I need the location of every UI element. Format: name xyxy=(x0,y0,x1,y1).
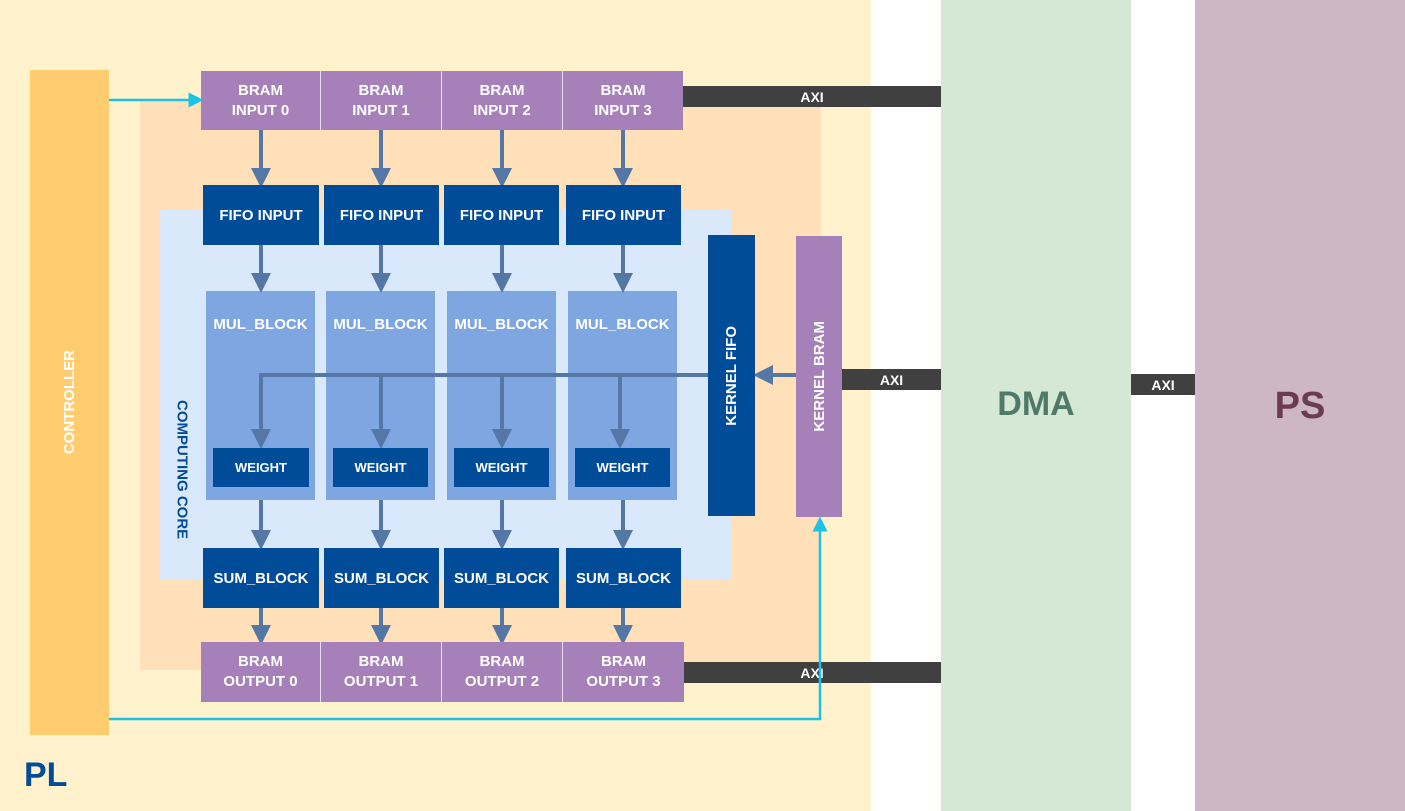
kernel-bram: KERNEL BRAM xyxy=(796,236,842,517)
bram-input-label: BRAM INPUT 3 xyxy=(594,81,652,119)
fifo-input-label: FIFO INPUT xyxy=(459,206,544,224)
bram-input-label: BRAM INPUT 0 xyxy=(231,81,290,119)
computing-core-label: COMPUTING CORE xyxy=(173,400,191,540)
bram-output-0: BRAM OUTPUT 0 xyxy=(201,642,321,702)
weight-block-0: WEIGHT xyxy=(213,448,309,487)
dma-label: DMA xyxy=(997,385,1075,423)
kernel-fifo-label: KERNEL FIFO xyxy=(723,325,740,426)
dma-region xyxy=(941,0,1131,811)
fifo-input-1: FIFO INPUT xyxy=(324,185,439,245)
weight-block-3: WEIGHT xyxy=(575,448,670,487)
fifo-input-0: FIFO INPUT xyxy=(203,185,319,245)
bram-input-1: BRAM INPUT 1 xyxy=(321,71,442,130)
sum-block-label: SUM_BLOCK xyxy=(333,569,429,587)
weight-label: WEIGHT xyxy=(354,460,407,475)
ps-label: PS xyxy=(1274,385,1326,427)
bram-input-label: BRAM INPUT 2 xyxy=(473,81,531,119)
kernel-fifo: KERNEL FIFO xyxy=(708,235,755,516)
weight-label: WEIGHT xyxy=(235,460,287,475)
computing-core-label-wrap: COMPUTING CORE xyxy=(170,380,194,560)
bram-input-3: BRAM INPUT 3 xyxy=(563,71,683,130)
weight-label: WEIGHT xyxy=(475,460,528,475)
axi-output-bus: AXI xyxy=(683,662,941,683)
bram-input-label: BRAM INPUT 1 xyxy=(352,81,410,119)
control-wire-to-kernel-bram xyxy=(109,516,828,721)
ps-region xyxy=(1195,0,1405,811)
sum-block-3: SUM_BLOCK xyxy=(566,548,681,608)
sum-block-label: SUM_BLOCK xyxy=(453,569,549,587)
weight-block-2: WEIGHT xyxy=(454,448,549,487)
bram-input-0: BRAM INPUT 0 xyxy=(201,71,321,130)
weight-block-1: WEIGHT xyxy=(333,448,428,487)
sum-block-label: SUM_BLOCK xyxy=(213,569,309,587)
fifo-input-label: FIFO INPUT xyxy=(339,206,424,224)
fifo-input-3: FIFO INPUT xyxy=(566,185,681,245)
axi-kernel-bus: AXI xyxy=(842,369,941,390)
axi-dma-ps-bus: AXI xyxy=(1131,374,1195,395)
kernel-bram-label: KERNEL BRAM xyxy=(810,321,828,432)
pl-label: PL xyxy=(24,756,68,794)
mul-block-label: MUL_BLOCK xyxy=(213,316,308,333)
bram-output-label: BRAM OUTPUT 0 xyxy=(223,653,298,690)
bram-output-label: BRAM OUTPUT 2 xyxy=(464,653,540,690)
bram-input-2: BRAM INPUT 2 xyxy=(442,71,563,130)
bram-output-2: BRAM OUTPUT 2 xyxy=(442,642,563,702)
sum-block-1: SUM_BLOCK xyxy=(324,548,439,608)
fifo-input-2: FIFO INPUT xyxy=(444,185,559,245)
sum-block-2: SUM_BLOCK xyxy=(444,548,559,608)
fifo-input-label: FIFO INPUT xyxy=(581,206,666,224)
sum-block-0: SUM_BLOCK xyxy=(203,548,319,608)
controller-block: CONTROLLER xyxy=(30,70,109,735)
mul-block-label: MUL_BLOCK xyxy=(454,316,549,333)
bram-output-1: BRAM OUTPUT 1 xyxy=(321,642,442,702)
mul-block-label: MUL_BLOCK xyxy=(575,316,670,333)
fifo-input-label: FIFO INPUT xyxy=(219,206,303,224)
sum-block-label: SUM_BLOCK xyxy=(575,569,671,587)
bram-output-label: BRAM OUTPUT 1 xyxy=(343,653,419,690)
mul-block-label: MUL_BLOCK xyxy=(333,316,428,333)
bram-output-label: BRAM OUTPUT 3 xyxy=(586,653,661,690)
axi-input-bus: AXI xyxy=(683,86,941,107)
bram-output-3: BRAM OUTPUT 3 xyxy=(563,642,684,702)
weight-label: WEIGHT xyxy=(596,460,649,475)
